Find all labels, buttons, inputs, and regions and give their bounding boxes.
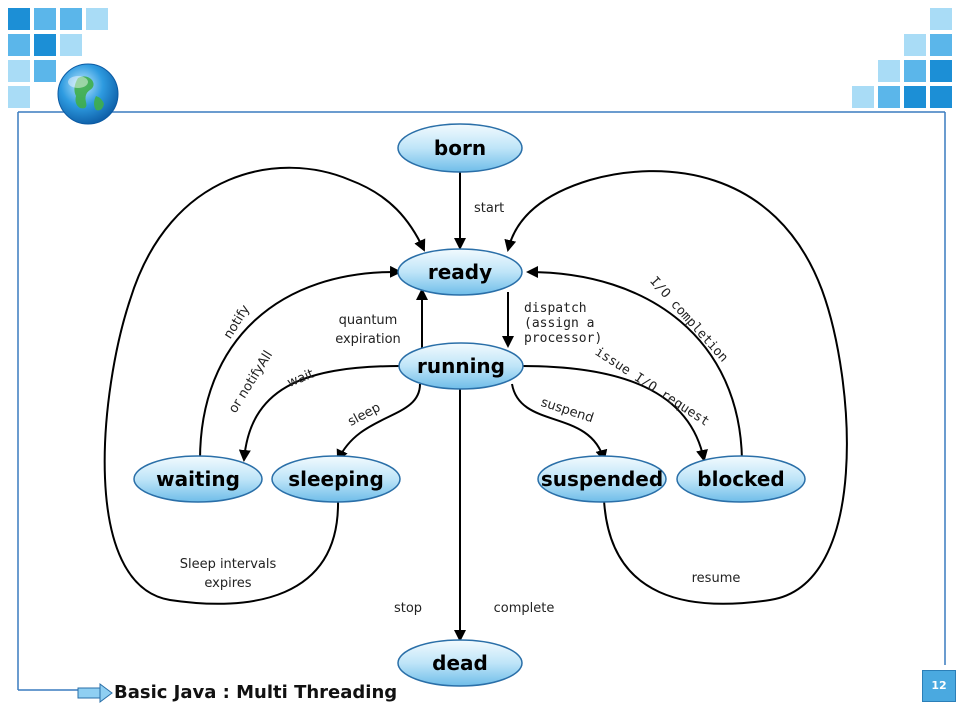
label-or-notifyall: or notifyAll bbox=[226, 348, 276, 416]
tile-decoration-right bbox=[852, 8, 952, 108]
state-suspended-label: suspended bbox=[541, 467, 663, 491]
edge-wait bbox=[238, 365, 401, 462]
globe-icon bbox=[57, 63, 119, 125]
label-quantum: quantum bbox=[339, 313, 398, 328]
label-dispatch: dispatch bbox=[524, 301, 587, 316]
state-running: running bbox=[398, 342, 524, 390]
footer-arrow-icon bbox=[77, 683, 113, 703]
label-notify: notify bbox=[221, 302, 253, 342]
state-born: born bbox=[397, 123, 523, 173]
label-processor: processor) bbox=[524, 331, 602, 346]
state-sleeping-label: sleeping bbox=[288, 467, 384, 491]
label-stop: stop bbox=[394, 601, 422, 616]
state-blocked: blocked bbox=[676, 455, 806, 503]
state-waiting: waiting bbox=[133, 455, 263, 503]
state-ready-label: ready bbox=[428, 260, 492, 284]
state-blocked-label: blocked bbox=[697, 467, 784, 491]
edge-sleep bbox=[336, 383, 421, 462]
footer-title: Basic Java : Multi Threading bbox=[114, 682, 398, 703]
tile-decoration-left bbox=[8, 8, 108, 108]
edge-io-completion bbox=[526, 266, 743, 461]
edge-suspend bbox=[511, 383, 608, 462]
state-waiting-label: waiting bbox=[156, 467, 240, 491]
label-suspend: suspend bbox=[539, 395, 595, 426]
label-assign-a: (assign a bbox=[524, 316, 594, 331]
state-suspended: suspended bbox=[537, 455, 667, 503]
label-issue-io: issue I/O request bbox=[592, 345, 712, 430]
state-ready: ready bbox=[397, 248, 523, 296]
state-dead-label: dead bbox=[432, 651, 488, 675]
label-sleep-intervals: Sleep intervals bbox=[180, 557, 277, 572]
label-sleep: sleep bbox=[346, 400, 384, 430]
edge-issue-io bbox=[521, 365, 708, 462]
slide-frame bbox=[17, 111, 946, 691]
label-complete: complete bbox=[494, 601, 555, 616]
edge-sleep-expires bbox=[103, 166, 426, 605]
label-start: start bbox=[474, 201, 504, 216]
state-born-label: born bbox=[434, 136, 486, 160]
transition-edges bbox=[103, 166, 848, 642]
label-resume: resume bbox=[692, 571, 741, 586]
label-io-completion: I/O completion bbox=[646, 274, 730, 365]
label-wait: wait bbox=[285, 367, 316, 391]
label-expiration: expiration bbox=[335, 332, 401, 347]
edge-notify bbox=[199, 265, 402, 461]
state-sleeping: sleeping bbox=[271, 455, 401, 503]
state-running-label: running bbox=[417, 354, 505, 378]
label-expires: expires bbox=[204, 576, 251, 591]
state-dead: dead bbox=[397, 639, 523, 687]
edge-resume bbox=[504, 170, 848, 605]
page-number-badge: 12 bbox=[922, 670, 956, 702]
